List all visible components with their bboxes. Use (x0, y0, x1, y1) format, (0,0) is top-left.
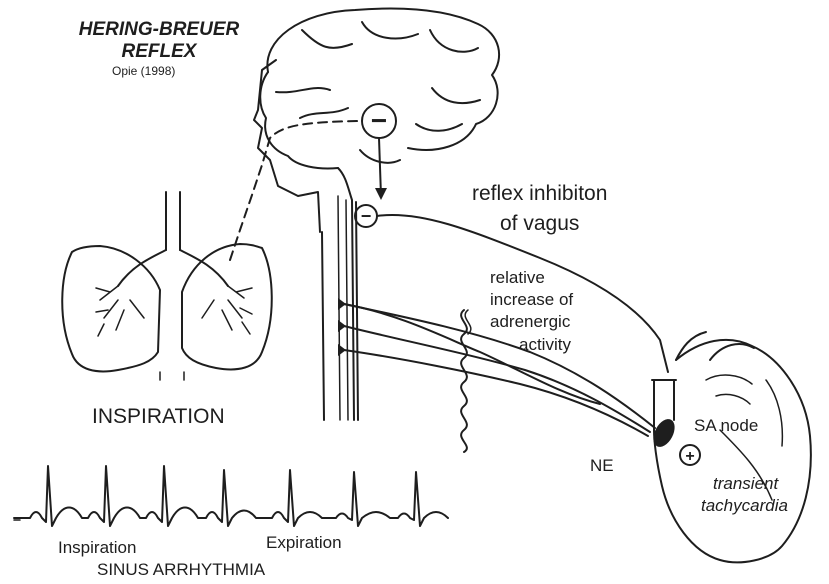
brain-minus-symbol: − (371, 105, 387, 136)
ecg-trace (14, 466, 448, 526)
title-line-1: HERING-BREUER (56, 19, 262, 41)
spine-minus-symbol: − (361, 206, 372, 226)
ne-label: NE (590, 456, 614, 476)
sinus-arrhythmia-label: SINUS ARRHYTHMIA (97, 560, 265, 580)
heart-excitatory-node: + (680, 445, 700, 465)
inspiration-label: INSPIRATION (92, 405, 225, 429)
adrenergic-label-1: relative (490, 268, 545, 288)
tachycardia-label: tachycardia (701, 496, 788, 516)
diagram-title: HERING-BREUER REFLEX (56, 19, 262, 63)
reflex-inhibition-label-2: of vagus (500, 212, 579, 236)
adrenergic-label-4: activity (519, 335, 571, 355)
heart-plus-symbol: + (685, 448, 694, 465)
adrenergic-label-3: adrenergic (490, 312, 570, 332)
brain-inhibitory-node: − (362, 104, 396, 138)
heart-illustration (652, 332, 811, 562)
title-line-2: REFLEX (56, 41, 262, 63)
ecg-inspiration-label: Inspiration (58, 538, 136, 558)
lungs-illustration (62, 192, 272, 380)
brain-to-spine-arrow (379, 138, 381, 196)
lung-stretch-afferent-dashed (230, 121, 360, 260)
transient-label: transient (713, 474, 778, 494)
ecg-expiration-label: Expiration (266, 533, 342, 553)
adrenergic-label-2: increase of (490, 290, 573, 310)
brain-to-spine-arrowhead (375, 188, 387, 200)
citation: Opie (1998) (112, 64, 175, 78)
sa-node-label: SA node (694, 416, 758, 436)
reflex-inhibition-label-1: reflex inhibiton (472, 182, 607, 206)
spine-inhibitory-node: − (355, 205, 377, 227)
